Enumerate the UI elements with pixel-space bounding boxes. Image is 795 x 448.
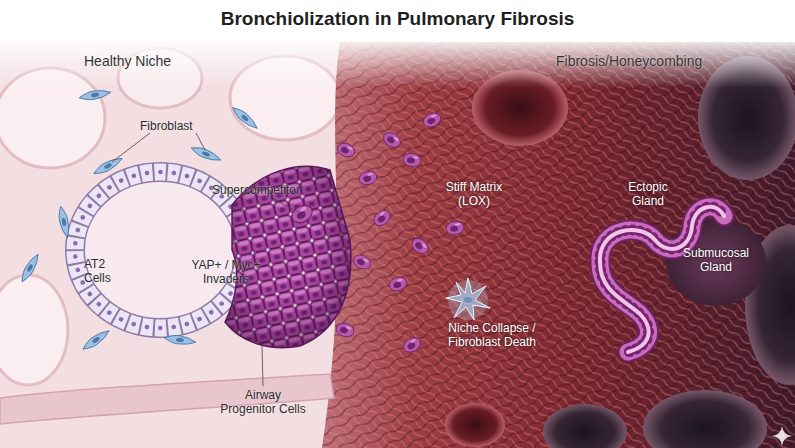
invading-cell [401, 335, 423, 355]
tissue-label: Submucosal Gland [678, 246, 754, 275]
fibroblast [230, 105, 260, 132]
supercompetitor-cell [289, 202, 316, 226]
tissue-label: Stiff Matrix (LOX) [438, 180, 510, 209]
invading-cell [351, 252, 373, 271]
fibroblast [164, 334, 197, 347]
invading-cell [381, 130, 403, 150]
gland-cells [600, 207, 724, 352]
tissue-label: Niche Collapse / Fibroblast Death [436, 321, 548, 350]
fibroblast [81, 327, 112, 352]
invading-cell [387, 275, 408, 293]
fibroblast [18, 252, 41, 284]
gland-nuclei [600, 207, 724, 352]
honeycomb-cyst [643, 390, 767, 448]
region-heading: Healthy Niche [84, 53, 214, 70]
gland-lumen [600, 207, 724, 352]
cell-label: Fibroblast [140, 119, 212, 133]
cell-label: YAP+ / Myc+ Invaders [186, 258, 266, 287]
honeycomb-cyst [543, 404, 627, 448]
fibroblast [190, 144, 223, 164]
header-band [0, 0, 795, 42]
airway-wall [0, 374, 334, 424]
region-heading: Fibrosis/Honeycombing [556, 53, 746, 70]
invading-cell [445, 220, 465, 236]
invading-cell [335, 141, 356, 159]
tissue-label: Ectopic Gland [618, 180, 678, 209]
cell-label: Supercompetitor [212, 183, 312, 197]
leader-lines [112, 133, 298, 386]
invading-cell [409, 235, 431, 257]
invading-cell [421, 110, 443, 129]
top-fade [0, 40, 795, 88]
fibroblast [79, 88, 112, 102]
gland-wall [600, 207, 724, 352]
diagram-title: Bronchiolization in Pulmonary Fibrosis [0, 8, 795, 30]
fibroblast [92, 155, 124, 177]
dying-fibroblast [446, 278, 490, 320]
fibrotic-cavity [445, 403, 505, 447]
fibroblast [57, 205, 72, 238]
invading-cell [371, 207, 393, 229]
invading-cell [402, 152, 422, 168]
watermark-sparkle [772, 426, 792, 446]
alveolus [0, 275, 68, 385]
cell-label: Airway Progenitor Cells [218, 388, 308, 417]
invading-cell [335, 321, 356, 338]
invading-cell [358, 169, 379, 186]
cell-label: AT2 Cells [84, 257, 124, 286]
